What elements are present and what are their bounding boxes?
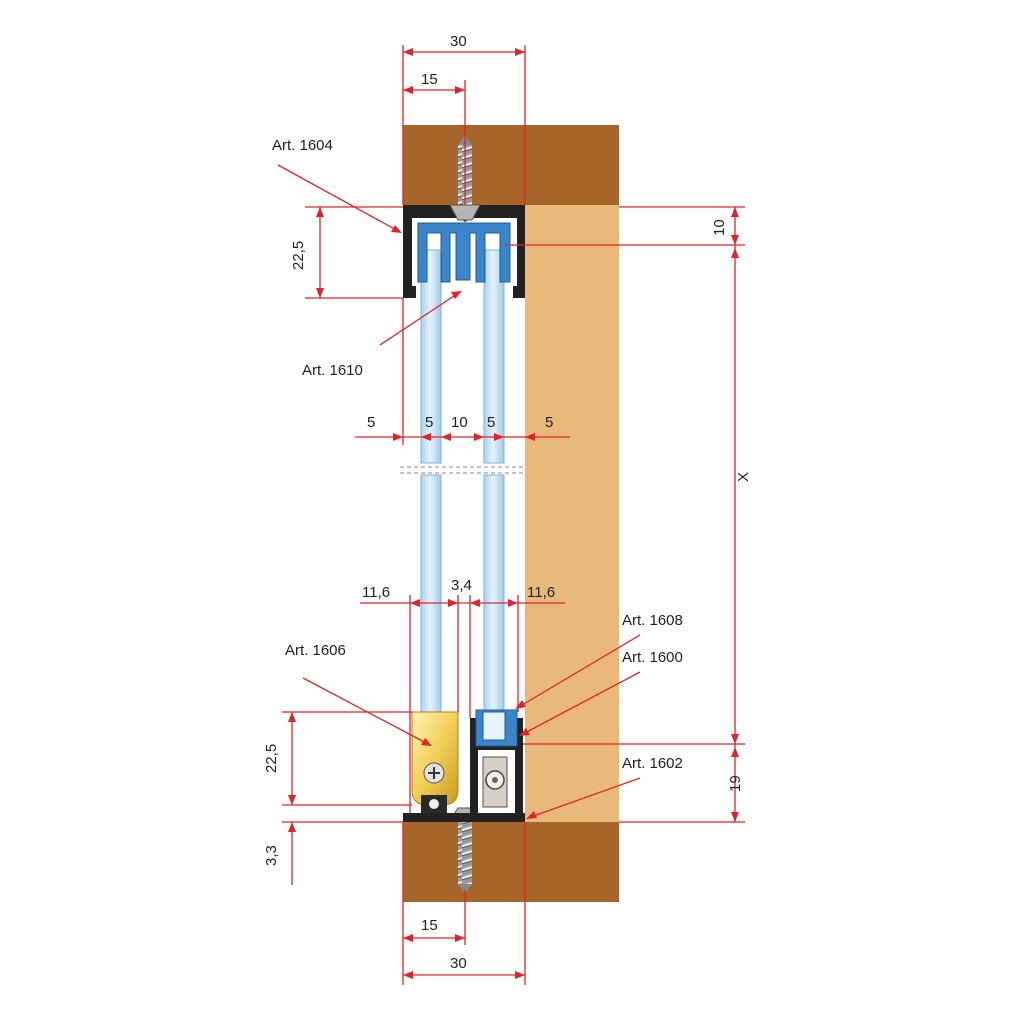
dim-top-half: 15 [421, 71, 438, 88]
dim-glass-1: 5 [425, 414, 433, 431]
dim-glass-gap: 10 [451, 414, 468, 431]
label-art-1602: Art. 1602 [622, 755, 683, 772]
dim-top-width: 30 [450, 33, 467, 50]
dim-opening-height: X [735, 472, 752, 482]
dim-bottom-height: 19 [727, 775, 744, 792]
bottom-bracket-guide [411, 711, 459, 813]
dim-gap-left: 5 [367, 414, 375, 431]
dimension-lines [282, 45, 745, 985]
glass-pane-front-bottom [420, 474, 442, 713]
top-guide-insert [417, 222, 511, 283]
label-art-1606: Art. 1606 [285, 642, 346, 659]
dim-bottom-half: 15 [421, 917, 438, 934]
screw-icon [458, 822, 472, 884]
dim-bottom-width: 30 [450, 955, 467, 972]
label-art-1600: Art. 1600 [622, 649, 683, 666]
glass-panes [400, 249, 525, 713]
dim-top-profile-height: 22,5 [290, 241, 307, 270]
dim-gap-right: 5 [545, 414, 553, 431]
roller-icon [482, 756, 508, 808]
top-wood-beam [403, 125, 619, 205]
dim-bottom-side-right: 11,6 [527, 584, 555, 601]
dim-glass-2: 5 [487, 414, 495, 431]
glass-pane-back-bottom [483, 474, 505, 713]
label-art-1604: Art. 1604 [272, 137, 333, 154]
dim-bottom-middle: 3,4 [451, 577, 472, 594]
dimension-values: 30 15 22,5 10 5 5 10 5 5 X 11,6 3,4 11,6… [263, 33, 752, 972]
label-art-1610: Art. 1610 [302, 362, 363, 379]
wood-structure [403, 125, 619, 902]
part-labels: Art. 1604 Art. 1610 Art. 1606 Art. 1608 … [272, 137, 683, 772]
dim-bottom-side-left: 11,6 [362, 584, 390, 601]
side-wood-panel [525, 205, 619, 822]
glass-pane-front-top [420, 249, 442, 464]
bottom-wood-beam [403, 822, 619, 902]
glass-pane-back-top [483, 249, 505, 464]
dim-bottom-offset: 3,3 [263, 845, 280, 866]
bottom-track-profile [403, 709, 525, 822]
label-art-1608: Art. 1608 [622, 612, 683, 629]
dim-bottom-profile-height: 22,5 [263, 744, 280, 773]
dim-top-offset: 10 [711, 219, 728, 236]
leader-lines [277, 164, 641, 819]
